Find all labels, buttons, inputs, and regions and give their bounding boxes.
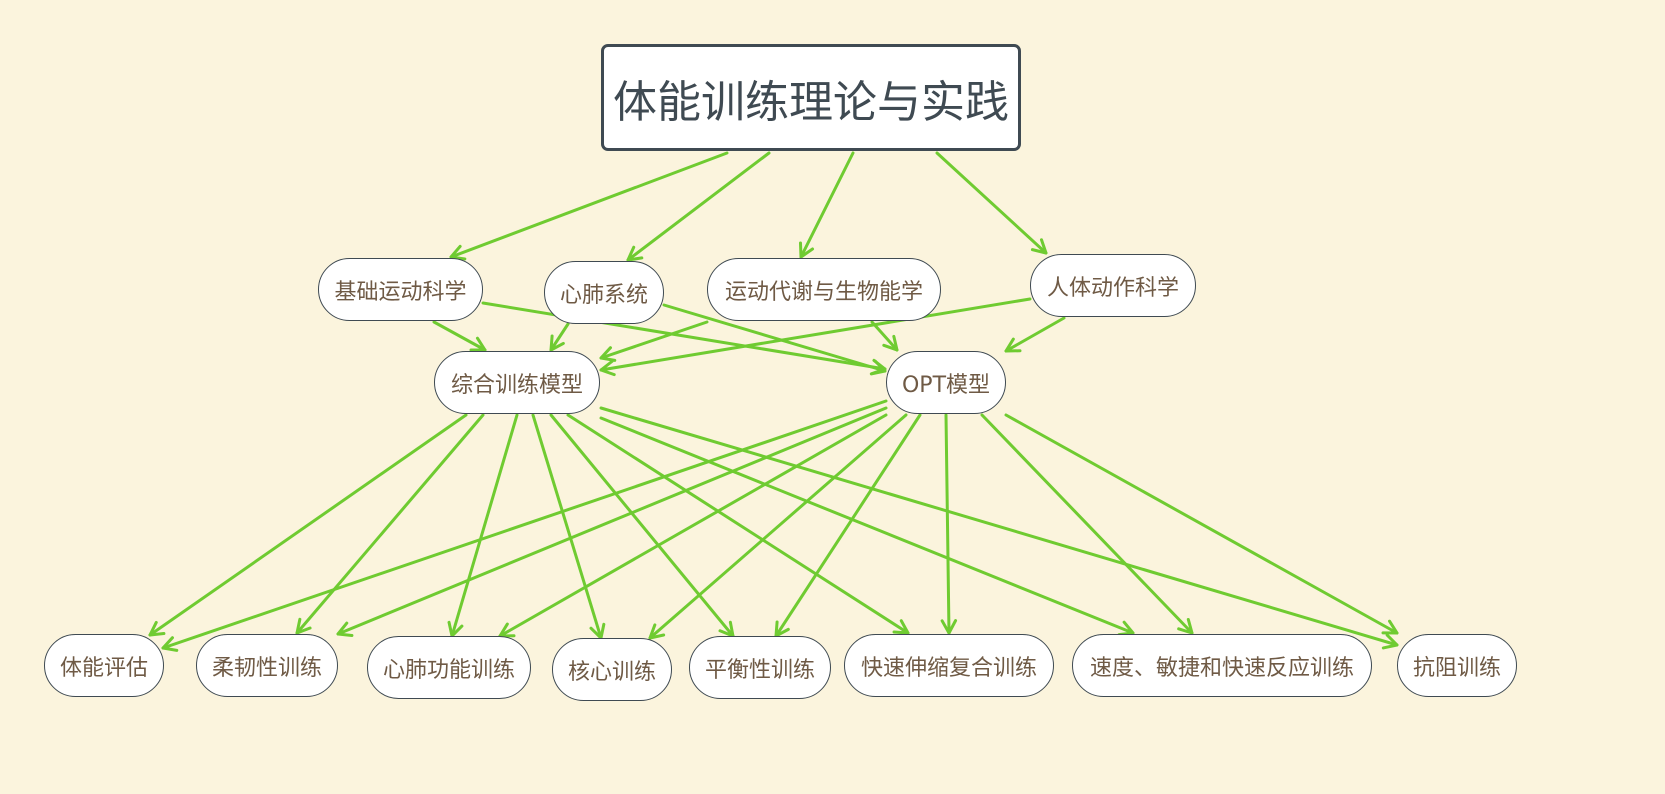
- edge-integrated-to-core: [531, 413, 606, 640]
- node-label: 人体动作科学: [1046, 275, 1179, 301]
- edge-integrated-to-resist: [599, 406, 1399, 650]
- edge-metab-to-integrated: [599, 320, 709, 362]
- node-label: 心肺功能训练: [382, 657, 515, 683]
- arrowhead-icon: [148, 620, 166, 637]
- arrowhead-icon: [1177, 617, 1194, 635]
- node-label: 抗阻训练: [1412, 655, 1501, 681]
- edge-opt-to-flex: [336, 406, 888, 638]
- edge-cardio_sys-to-integrated: [549, 322, 570, 352]
- arrowhead-icon: [599, 346, 617, 362]
- node-metabolism-bioenergetics[interactable]: 运动代谢与生物能学: [707, 258, 941, 321]
- node-core-training[interactable]: 核心训练: [552, 638, 672, 701]
- arrowhead-icon: [648, 623, 666, 640]
- node-label: 体能评估: [59, 655, 148, 681]
- arrowhead-icon: [469, 336, 487, 352]
- node-fitness-assessment[interactable]: 体能评估: [44, 634, 164, 697]
- arrowhead-icon: [798, 241, 814, 259]
- arrowhead-icon: [295, 617, 312, 635]
- node-label: 体能训练理论与实践: [613, 76, 1009, 128]
- edge-opt-to-balance: [774, 413, 922, 638]
- edge-integrated-to-flex: [295, 413, 485, 635]
- arrowhead-icon: [940, 619, 958, 635]
- edge-opt-to-cardio_tr: [498, 413, 888, 638]
- edge-integrated-to-cardio_tr: [447, 413, 519, 638]
- edge-opt-to-plyo: [940, 413, 958, 635]
- edge-integrated-to-balance: [549, 413, 735, 638]
- edge-opt-to-resist: [1004, 413, 1399, 635]
- arrowhead-icon: [336, 621, 354, 638]
- arrowhead-icon: [869, 359, 887, 376]
- arrowhead-icon: [882, 334, 899, 352]
- node-cardio-training[interactable]: 心肺功能训练: [367, 636, 531, 699]
- edge-integrated-to-plyo: [566, 413, 910, 635]
- node-label: 运动代谢与生物能学: [724, 279, 923, 305]
- arrowhead-icon: [1381, 619, 1399, 635]
- node-label: OPT模型: [901, 372, 991, 398]
- node-label: 基础运动科学: [334, 279, 467, 305]
- edge-opt-to-core: [648, 413, 908, 640]
- arrowhead-icon: [599, 359, 616, 377]
- edge-movement-to-opt: [1004, 316, 1066, 353]
- node-saq-training[interactable]: 速度、敏捷和快速反应训练: [1072, 634, 1372, 697]
- node-flexibility-training[interactable]: 柔韧性训练: [196, 634, 338, 697]
- arrowhead-icon: [1030, 238, 1048, 255]
- edge-integrated-to-assess: [148, 413, 468, 637]
- node-label: 综合训练模型: [450, 372, 583, 398]
- node-integrated-training-model[interactable]: 综合训练模型: [434, 351, 600, 414]
- arrowhead-icon: [1004, 337, 1022, 353]
- node-human-movement-science[interactable]: 人体动作科学: [1030, 254, 1196, 317]
- node-label: 心肺系统: [559, 282, 648, 308]
- arrowhead-icon: [1381, 633, 1399, 650]
- node-basic-sport-science[interactable]: 基础运动科学: [318, 258, 483, 321]
- edge-root-to-cardio_sys: [626, 151, 771, 262]
- edge-cardio_sys-to-opt: [662, 303, 887, 376]
- arrowhead-icon: [161, 636, 179, 652]
- arrowhead-icon: [892, 619, 910, 635]
- edge-root-to-basic: [449, 151, 729, 261]
- node-label: 柔韧性训练: [211, 655, 322, 681]
- edge-root-to-movement: [935, 151, 1048, 255]
- node-label: 快速伸缩复合训练: [860, 655, 1037, 681]
- node-resistance-training[interactable]: 抗阻训练: [1397, 634, 1517, 697]
- node-cardiorespiratory-system[interactable]: 心肺系统: [544, 261, 664, 324]
- arrowhead-icon: [549, 334, 565, 352]
- root-node[interactable]: 体能训练理论与实践: [601, 44, 1021, 151]
- edge-movement-to-integrated: [599, 297, 1032, 377]
- node-plyometric-training[interactable]: 快速伸缩复合训练: [844, 634, 1054, 697]
- arrowhead-icon: [626, 245, 644, 262]
- edge-opt-to-assess: [161, 399, 888, 652]
- node-balance-training[interactable]: 平衡性训练: [689, 636, 831, 699]
- node-label: 速度、敏捷和快速反应训练: [1089, 655, 1354, 681]
- node-label: 核心训练: [567, 659, 656, 685]
- edge-basic-to-integrated: [432, 320, 487, 352]
- edge-metab-to-opt: [870, 320, 899, 352]
- node-label: 平衡性训练: [704, 657, 815, 683]
- edge-root-to-metab: [798, 151, 855, 259]
- edge-opt-to-saq: [980, 413, 1194, 635]
- node-opt-model[interactable]: OPT模型: [886, 351, 1006, 414]
